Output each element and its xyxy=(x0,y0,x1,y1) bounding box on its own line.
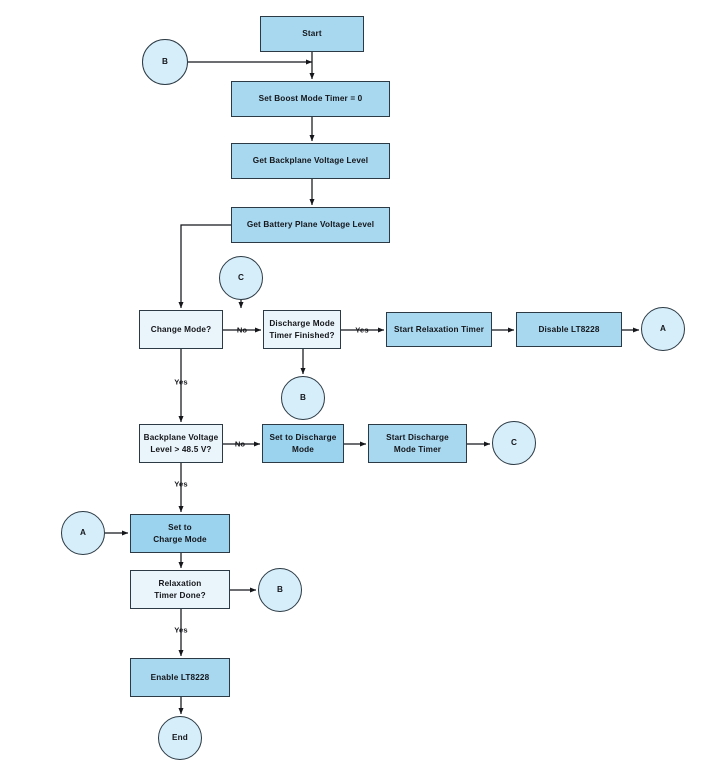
decision-backplane-voltage-threshold[interactable]: Backplane Voltage Level > 48.5 V? xyxy=(139,424,223,463)
decision-relaxation-timer-done[interactable]: Relaxation Timer Done? xyxy=(130,570,230,609)
node-end[interactable]: End xyxy=(158,716,202,760)
node-start[interactable]: Start xyxy=(260,16,364,52)
connector-c-middle[interactable]: C xyxy=(492,421,536,465)
node-set-to-discharge-mode[interactable]: Set to Discharge Mode xyxy=(262,424,344,463)
connector-c-top[interactable]: C xyxy=(219,256,263,300)
edge-label-relax-done-yes: Yes xyxy=(174,625,188,635)
connector-b-top[interactable]: B xyxy=(142,39,188,85)
node-set-to-charge-mode[interactable]: Set to Charge Mode xyxy=(130,514,230,553)
connector-a-left[interactable]: A xyxy=(61,511,105,555)
node-start-relaxation-timer[interactable]: Start Relaxation Timer xyxy=(386,312,492,347)
connector-b-middle[interactable]: B xyxy=(281,376,325,420)
edge-battery-to-change xyxy=(178,224,231,309)
decision-change-mode[interactable]: Change Mode? xyxy=(139,310,223,349)
edge-label-change-mode-no: No xyxy=(236,325,248,335)
edge-label-backplane-48v-yes: Yes xyxy=(174,479,188,489)
node-disable-lt8228[interactable]: Disable LT8228 xyxy=(516,312,622,347)
decision-discharge-mode-timer-finished[interactable]: Discharge Mode Timer Finished? xyxy=(263,310,341,349)
connector-b-bottom[interactable]: B xyxy=(258,568,302,612)
edge-label-discharge-timer-yes: Yes xyxy=(355,325,369,335)
connector-a-right[interactable]: A xyxy=(641,307,685,351)
node-set-boost-mode-timer[interactable]: Set Boost Mode Timer = 0 xyxy=(231,81,390,117)
edge-label-change-mode-yes: Yes xyxy=(174,377,188,387)
node-get-battery-plane-voltage[interactable]: Get Battery Plane Voltage Level xyxy=(231,207,390,243)
edge-label-backplane-48v-no: No xyxy=(234,439,246,449)
node-start-discharge-mode-timer[interactable]: Start Discharge Mode Timer xyxy=(368,424,467,463)
node-get-backplane-voltage[interactable]: Get Backplane Voltage Level xyxy=(231,143,390,179)
node-enable-lt8228[interactable]: Enable LT8228 xyxy=(130,658,230,697)
